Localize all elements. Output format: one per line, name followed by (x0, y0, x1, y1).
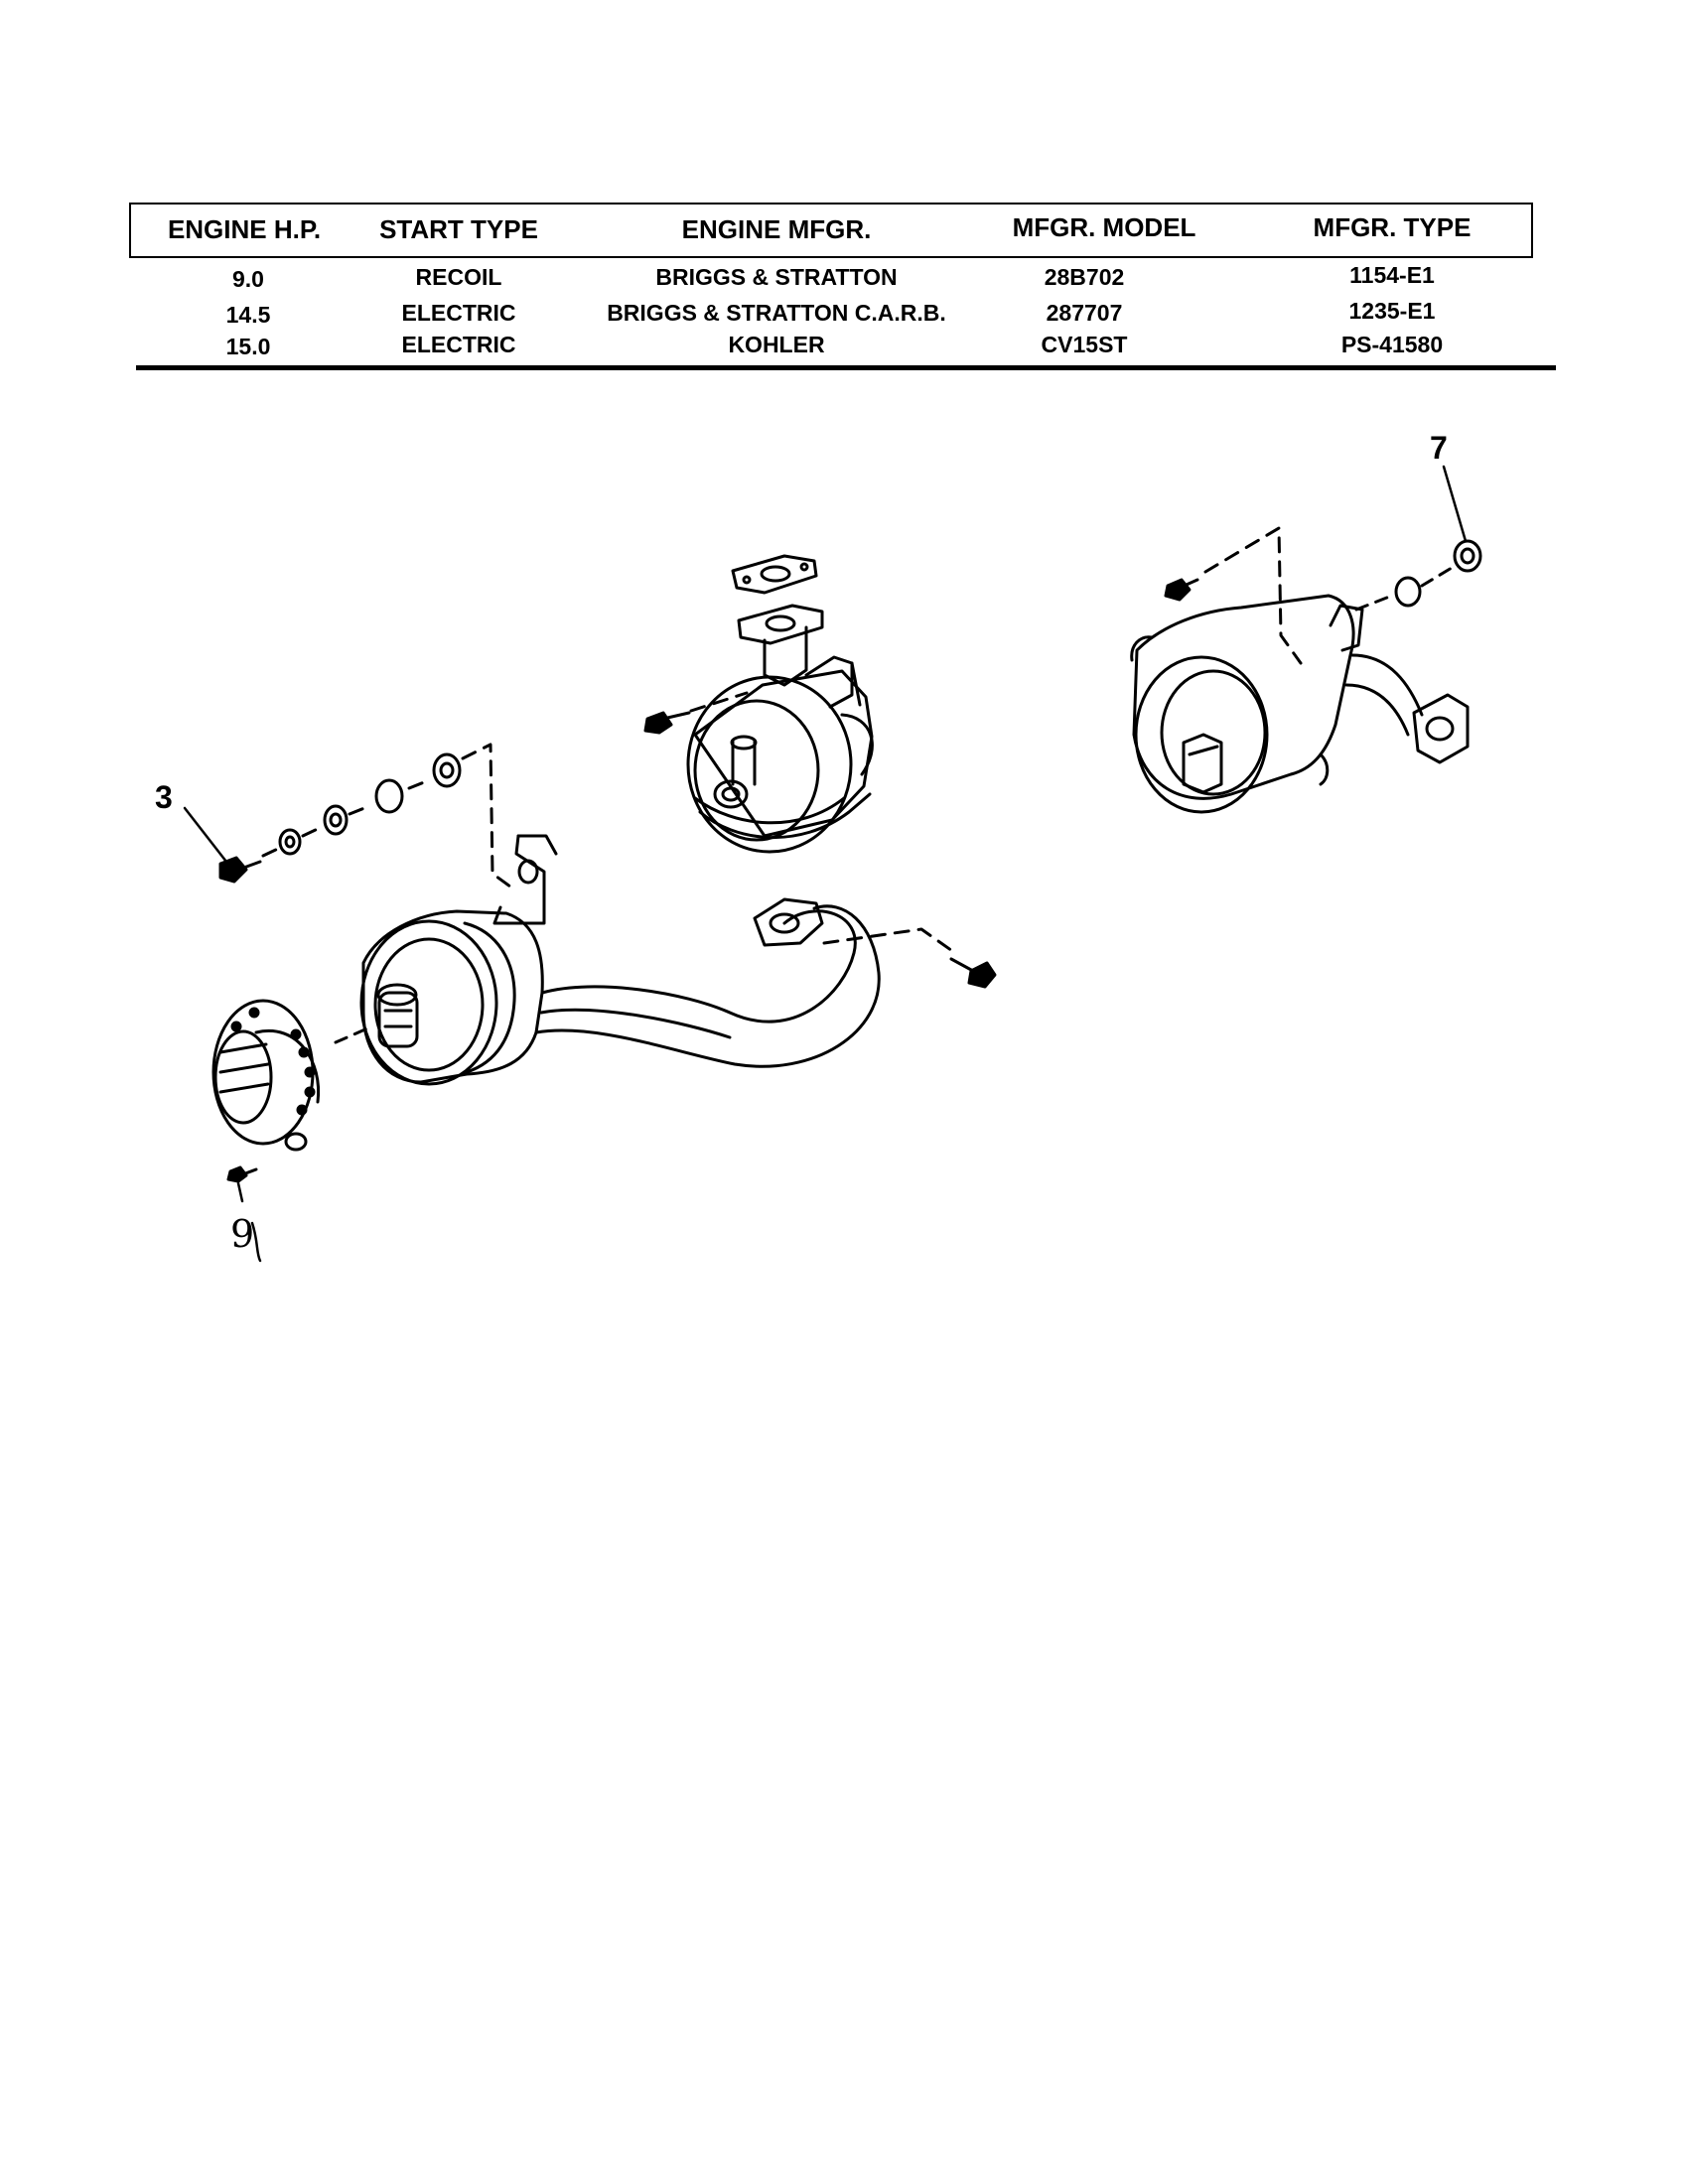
table-cell: 28B702 (1044, 264, 1125, 290)
left-spark-arrestor (211, 999, 321, 1152)
left-screw-9 (226, 1165, 258, 1183)
table-cell: 9.0 (232, 266, 264, 292)
header-start-type: START TYPE (379, 214, 538, 244)
table-cell: ELECTRIC (401, 300, 516, 326)
lock-washer (278, 828, 302, 856)
spec-table-header (129, 203, 1533, 258)
header-mfgr-type: MFGR. TYPE (1313, 212, 1472, 242)
right-muffler (1130, 539, 1482, 814)
pipe-bolt (949, 957, 997, 989)
right-nut (1453, 539, 1482, 573)
table-cell: 1154-E1 (1349, 262, 1435, 288)
table-cell: RECOIL (415, 264, 502, 290)
spacer (374, 778, 404, 814)
table-cell: 15.0 (225, 334, 271, 359)
table-bottom-rule (136, 365, 1556, 370)
table-cell: CV15ST (1041, 332, 1128, 357)
callout-7: 7 (1430, 430, 1448, 466)
right-spacer (1394, 576, 1422, 608)
table-cell: 14.5 (225, 302, 271, 328)
table-cell: BRIGGS & STRATTON (655, 264, 898, 290)
center-gasket (731, 554, 818, 595)
table-cell: ELECTRIC (401, 332, 516, 357)
flat-washer (323, 804, 349, 836)
table-cell: 287707 (1046, 300, 1123, 326)
center-bolt (643, 711, 691, 735)
header-engine-mfgr: ENGINE MFGR. (681, 214, 872, 244)
left-bolt-3 (218, 856, 262, 884)
table-cell: KOHLER (728, 332, 825, 357)
center-muffler (643, 554, 874, 854)
header-engine-hp: ENGINE H.P. (167, 214, 322, 244)
table-cell: BRIGGS & STRATTON C.A.R.B. (607, 300, 946, 326)
callout-3: 3 (155, 779, 173, 815)
left-muffler (211, 752, 997, 1183)
nut (432, 752, 462, 788)
callout-9: 9 (230, 1212, 254, 1256)
table-cell: 1235-E1 (1348, 298, 1436, 324)
header-mfgr-model: MFGR. MODEL (1012, 212, 1196, 242)
table-cell: PS-41580 (1340, 332, 1444, 357)
right-bolt (1164, 578, 1199, 602)
